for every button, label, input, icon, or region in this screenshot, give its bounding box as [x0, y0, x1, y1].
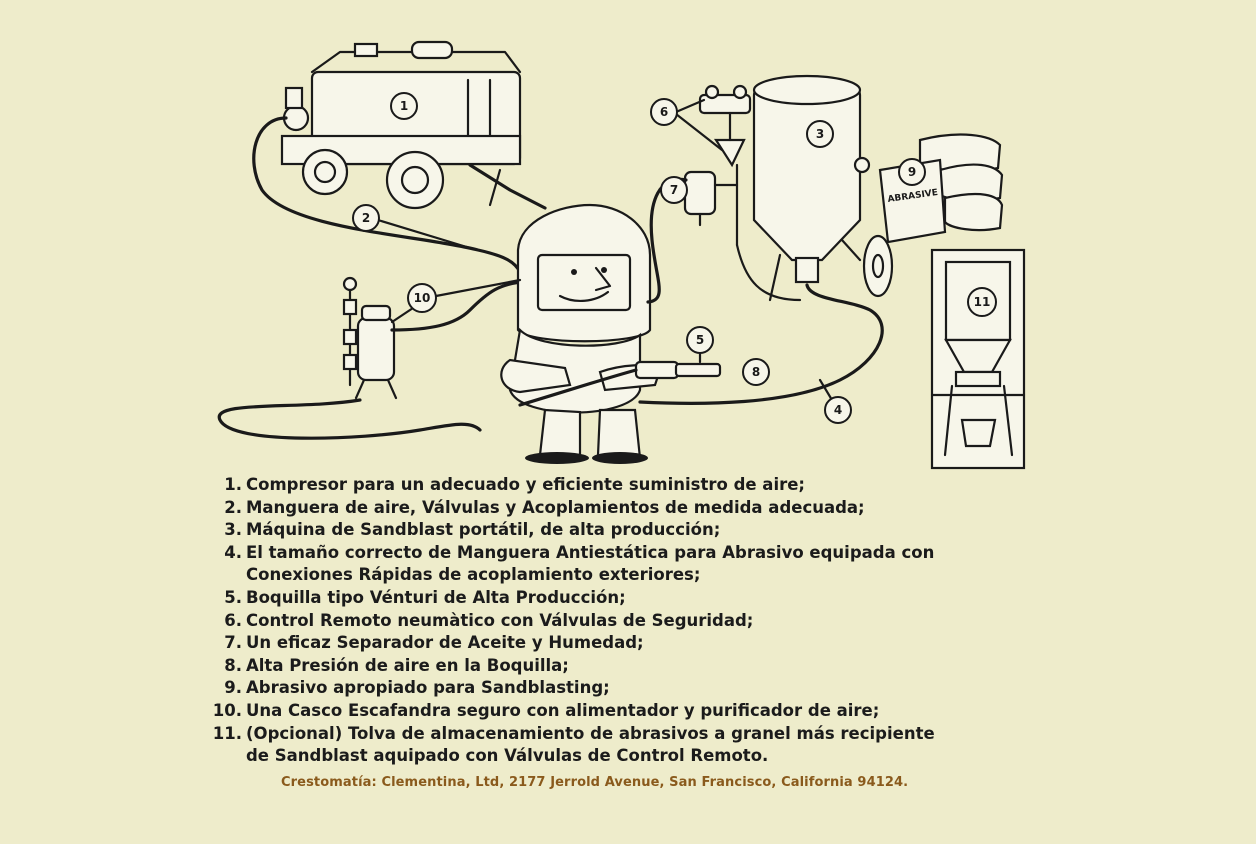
- legend-item: 3.Máquina de Sandblast portátil, de alta…: [224, 520, 721, 540]
- svg-text:3: 3: [816, 127, 824, 141]
- callout-6: 6: [650, 98, 678, 126]
- callout-4: 4: [824, 396, 852, 424]
- callout-3: 3: [806, 120, 834, 148]
- bulk-hopper: [930, 248, 1026, 470]
- svg-text:6: 6: [660, 105, 668, 119]
- legend-item: 1.Compresor para un adecuado y eficiente…: [224, 475, 806, 494]
- svg-text:2: 2: [362, 211, 370, 225]
- callout-10: 10: [407, 283, 437, 313]
- svg-text:10: 10: [414, 291, 431, 305]
- sandblast-pot: [752, 74, 894, 302]
- callout-2: 2: [352, 204, 380, 232]
- legend-item: 4.El tamaño correcto de Manguera Antiest…: [224, 542, 935, 562]
- equipment-legend: 1.Compresor para un adecuado y eficiente…: [204, 474, 1024, 768]
- callout-11: 11: [967, 287, 997, 317]
- svg-text:1: 1: [400, 99, 408, 113]
- remote-control-valves: [698, 84, 752, 247]
- legend-item-continuation: Conexiones Rápidas de acoplamiento exter…: [246, 565, 701, 585]
- helmet-operator: [500, 203, 662, 464]
- svg-text:5: 5: [696, 333, 704, 347]
- legend-item: 5.Boquilla tipo Vénturi de Alta Producci…: [224, 587, 626, 607]
- legend-item: 10.Una Casco Escafandra seguro con alime…: [212, 700, 880, 720]
- breathing-air-hose: [217, 280, 522, 440]
- svg-text:8: 8: [752, 365, 760, 379]
- svg-text:4: 4: [834, 403, 842, 417]
- legend-item-continuation: de Sandblast aquipado con Válvulas de Co…: [246, 746, 769, 766]
- callout-8: 8: [742, 358, 770, 386]
- air-purifier: [342, 276, 398, 400]
- legend-item: 9.Abrasivo apropiado para Sandblasting;: [224, 678, 610, 698]
- callout-5: 5: [686, 326, 714, 354]
- legend-item: 6.Control Remoto neumàtico con Válvulas …: [224, 610, 754, 630]
- abrasive-bags: ABRASIVE: [878, 133, 1004, 244]
- svg-text:11: 11: [974, 295, 991, 309]
- svg-text:7: 7: [670, 183, 678, 197]
- callout-9: 9: [898, 158, 926, 186]
- sandblast-equipment-illustration: ABRASIVE 1 2 3 4 5 6 7 8 9 10 11: [217, 40, 1026, 470]
- legend-item: 11.(Opcional) Tolva de almacenamiento de…: [212, 723, 935, 743]
- air-hose: [252, 116, 522, 274]
- legend-item: 2.Manguera de aire, Válvulas y Acoplamie…: [224, 497, 865, 517]
- oil-moisture-separator: [683, 170, 739, 227]
- callout-7: 7: [660, 176, 688, 204]
- blast-nozzle: [518, 360, 722, 407]
- abrasive-hose: [638, 283, 884, 405]
- credit-line: Crestomatía: Clementina, Ltd, 2177 Jerro…: [281, 775, 909, 790]
- legend-item: 8.Alta Presión de aire en la Boquilla;: [224, 655, 569, 675]
- svg-text:9: 9: [908, 165, 916, 179]
- callout-1: 1: [390, 92, 418, 120]
- legend-item: 7.Un eficaz Separador de Aceite y Humeda…: [224, 633, 644, 653]
- remote-line: [735, 243, 802, 302]
- air-compressor: [280, 40, 547, 210]
